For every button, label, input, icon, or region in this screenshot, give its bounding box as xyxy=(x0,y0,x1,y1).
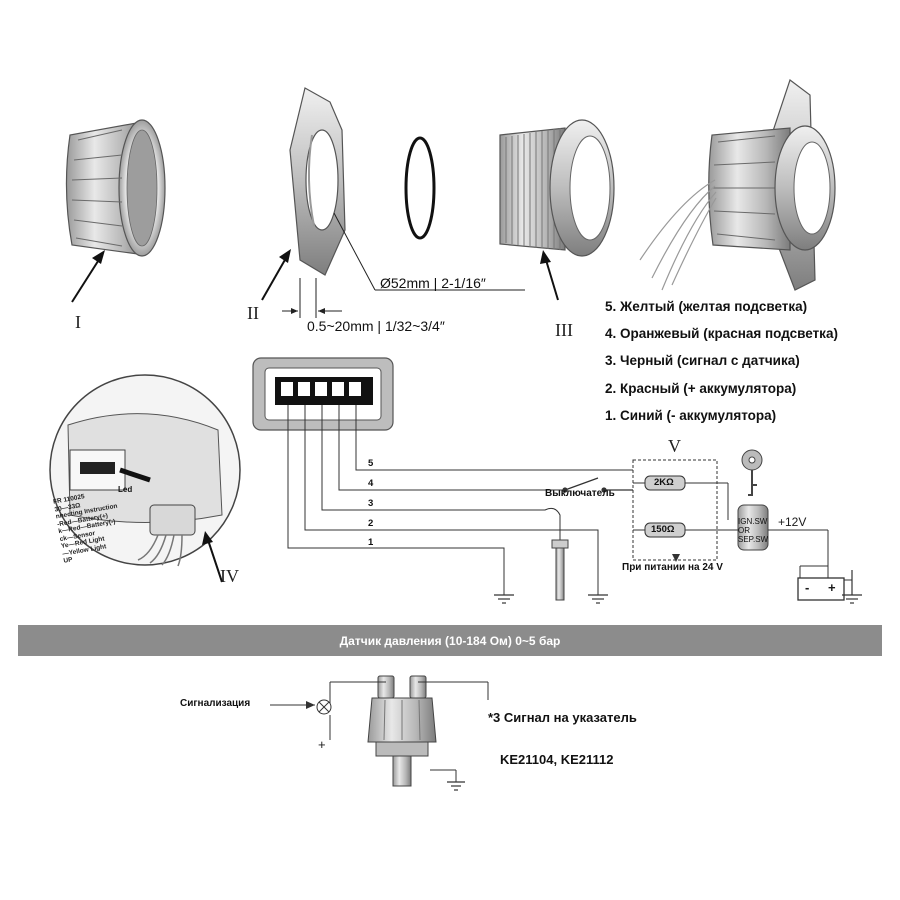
arrow-to-part-i xyxy=(71,257,101,303)
thickness-dimension: 0.5~20mm | 1/32~3/4″ xyxy=(307,318,445,334)
arrow-head-iii xyxy=(540,250,551,264)
o-ring xyxy=(404,136,436,240)
label-part-iv: IV xyxy=(220,566,239,586)
ignition-key-icon xyxy=(741,449,763,496)
ignition-label-1: IGN.SW xyxy=(738,517,768,526)
arrow-head-i xyxy=(92,250,105,264)
ignition-label-3: SEP.SW xyxy=(738,535,769,544)
wire-legend-2: 2. Красный (+ аккумулятора) xyxy=(605,381,797,396)
label-part-ii: II xyxy=(247,303,259,323)
pressure-sensor xyxy=(367,675,437,787)
assembled-gauge xyxy=(639,79,836,291)
dim-arrow-left xyxy=(291,308,298,314)
alarm-lamp-icon xyxy=(316,699,332,715)
resistor-150 xyxy=(633,522,738,538)
part-iii-housing xyxy=(499,119,615,257)
connector-closeup xyxy=(49,374,241,567)
alarm-arrow-head xyxy=(306,701,315,709)
resistor-2k-label: 2KΩ xyxy=(654,477,674,488)
power-wiring xyxy=(768,529,852,581)
note-24v: При питании на 24 V xyxy=(622,562,723,573)
wire-legend-1: 1. Синий (- аккумулятора) xyxy=(605,408,777,423)
ignition-switch xyxy=(737,504,769,551)
part-ii-bracket xyxy=(289,87,346,276)
wire-number-1: 1 xyxy=(368,537,374,548)
dim-arrow-right xyxy=(318,308,325,314)
arrow-head-ii xyxy=(279,249,291,263)
arrow-to-part-iv xyxy=(207,539,223,583)
wire-legend-3: 3. Черный (сигнал с датчика) xyxy=(605,353,800,368)
label-part-v: V xyxy=(668,436,681,456)
gauge-connector xyxy=(252,357,394,431)
arrow-to-part-iii xyxy=(545,259,559,301)
resistor-2k xyxy=(633,475,729,520)
wires xyxy=(287,405,633,595)
label-part-i: I xyxy=(75,312,81,332)
wire-legend-4: 4. Оранжевый (красная подсветка) xyxy=(605,326,838,341)
wire-number-3: 3 xyxy=(368,498,374,509)
alarm-plus: + xyxy=(318,737,326,752)
voltage-label: +12V xyxy=(778,515,807,529)
battery-minus: - xyxy=(805,580,810,595)
resistor-box-v xyxy=(632,459,718,561)
wire-number-5: 5 xyxy=(368,458,374,469)
alarm-label: Сигнализация xyxy=(180,698,251,709)
arrow-24v-note xyxy=(672,554,680,562)
ground-symbols xyxy=(494,570,862,604)
battery-plus: + xyxy=(828,580,836,595)
switch xyxy=(562,477,633,493)
label-part-iii: III xyxy=(555,320,573,340)
sensor-banner: Датчик давления (10-184 Ом) 0~5 бар xyxy=(18,625,882,656)
arrow-head-iv xyxy=(202,531,213,545)
sensor-models: KE21104, KE21112 xyxy=(500,752,614,767)
battery-icon xyxy=(797,577,845,601)
wire-number-2: 2 xyxy=(368,518,374,529)
diameter-dimension: Ø52mm | 2-1/16″ xyxy=(380,275,486,291)
sensor-ground xyxy=(447,781,465,791)
ignition-label-2: OR xyxy=(738,526,750,535)
resistor-150-label: 150Ω xyxy=(651,524,675,535)
wire-number-4: 4 xyxy=(368,478,374,489)
closeup-led-label: Led xyxy=(118,485,133,494)
switch-label: Выключатель xyxy=(545,488,615,499)
part-i-bezel xyxy=(65,119,166,257)
wire-legend-5: 5. Желтый (желтая подсветка) xyxy=(605,299,808,314)
signal-label: *3 Сигнал на указатель xyxy=(488,710,637,725)
arrow-to-part-ii xyxy=(261,257,287,301)
sender-probe xyxy=(551,539,569,601)
